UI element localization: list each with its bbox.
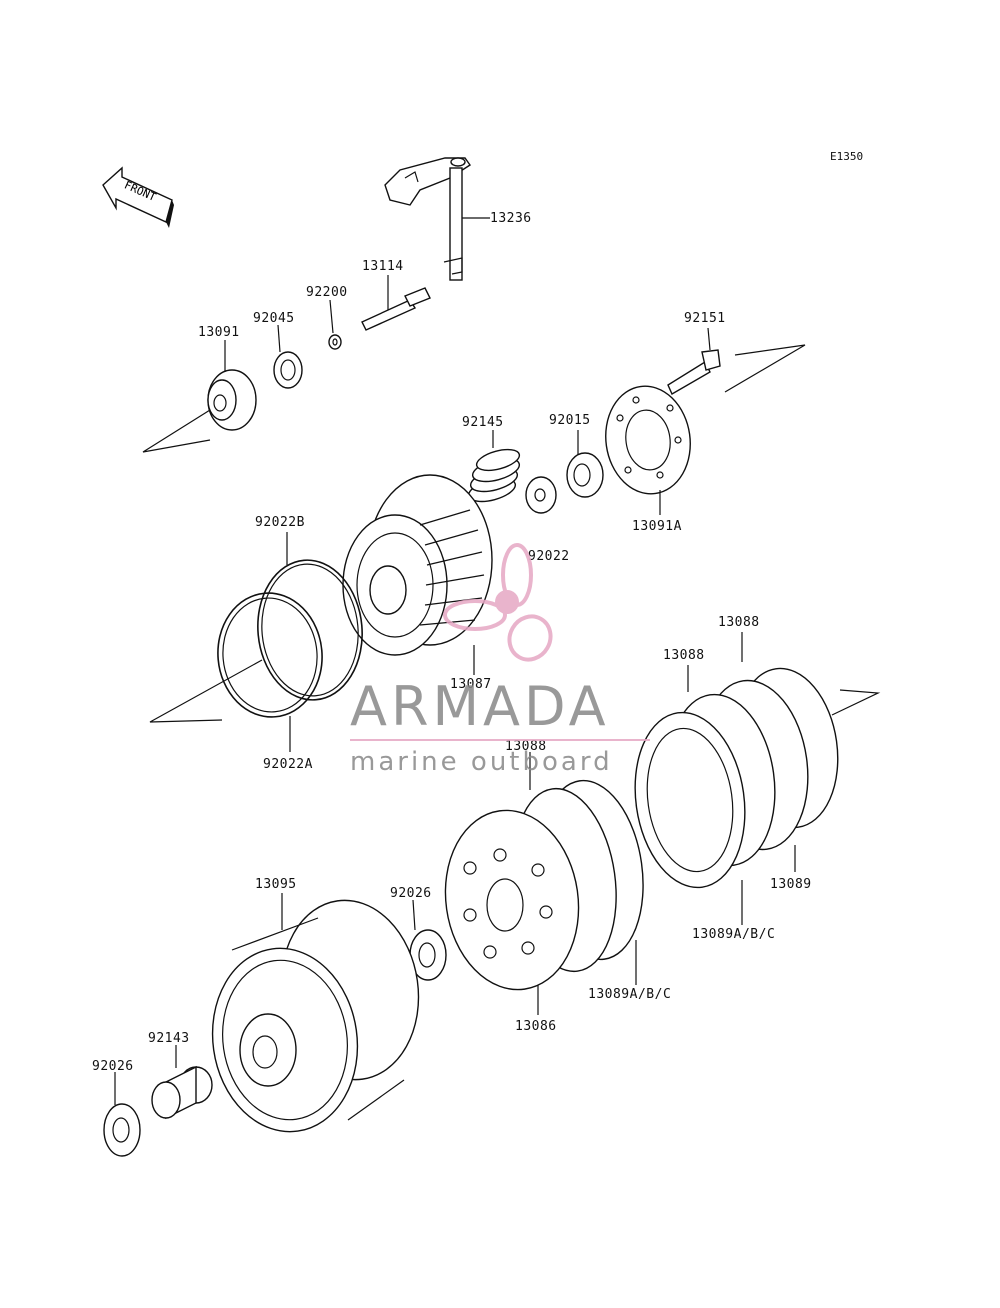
armada-logo-icon (443, 543, 553, 662)
part-13091-drawing (142, 340, 257, 453)
part-13091A-drawing (605, 385, 691, 515)
part-92143-drawing (151, 1045, 213, 1120)
part-label-13088-mid: 13088 (663, 648, 705, 663)
part-13236-drawing (384, 157, 490, 281)
part-label-13087: 13087 (450, 677, 492, 692)
part-label-92143: 92143 (148, 1031, 190, 1046)
part-92022B-drawing (257, 532, 363, 701)
watermark-tagline: marine outboard (350, 747, 613, 777)
diagram-code: E1350 (830, 150, 863, 163)
part-13095-drawing (211, 893, 420, 1133)
part-13086-drawing (444, 809, 580, 1015)
part-label-13091A: 13091A (632, 519, 682, 534)
part-label-13091: 13091 (198, 325, 240, 340)
part-label-13089: 13089 (770, 877, 812, 892)
part-label-92022A: 92022A (263, 757, 313, 772)
watermark: ARMADA marine outboard (350, 543, 650, 777)
part-label-92026-upper: 92026 (390, 886, 432, 901)
part-label-92015: 92015 (549, 413, 591, 428)
part-13114-drawing (361, 275, 431, 331)
part-label-92151: 92151 (684, 311, 726, 326)
part-label-92045: 92045 (253, 311, 295, 326)
part-label-13088-top: 13088 (718, 615, 760, 630)
part-label-13089ABC-right: 13089A/B/C (692, 927, 775, 942)
part-label-92200: 92200 (306, 285, 348, 300)
part-label-13114: 13114 (362, 259, 404, 274)
part-92026-lower-drawing (103, 1072, 141, 1157)
part-label-13095: 13095 (255, 877, 297, 892)
part-label-13086: 13086 (515, 1019, 557, 1034)
part-label-92022B: 92022B (255, 515, 305, 530)
part-label-13088-low: 13088 (505, 739, 547, 754)
part-92145-drawing (467, 430, 521, 503)
part-92022A-drawing (149, 592, 323, 752)
front-arrow-icon: FRONT (102, 166, 174, 228)
part-92026-upper-drawing (409, 899, 447, 981)
part-92045-drawing (273, 324, 303, 389)
part-92200-drawing (328, 299, 342, 350)
clutch-plates-drawing (634, 632, 881, 925)
part-label-92145: 92145 (462, 415, 504, 430)
part-label-92026-lower: 92026 (92, 1059, 134, 1074)
part-label-92022: 92022 (528, 549, 570, 564)
watermark-brand: ARMADA (350, 675, 610, 738)
part-label-13089ABC-mid: 13089A/B/C (588, 987, 671, 1002)
part-92015-drawing (566, 430, 604, 498)
part-92022-drawing (525, 476, 557, 514)
part-92151-drawing (667, 327, 806, 395)
part-label-13236: 13236 (490, 211, 532, 226)
part-13087-drawing (342, 474, 493, 675)
